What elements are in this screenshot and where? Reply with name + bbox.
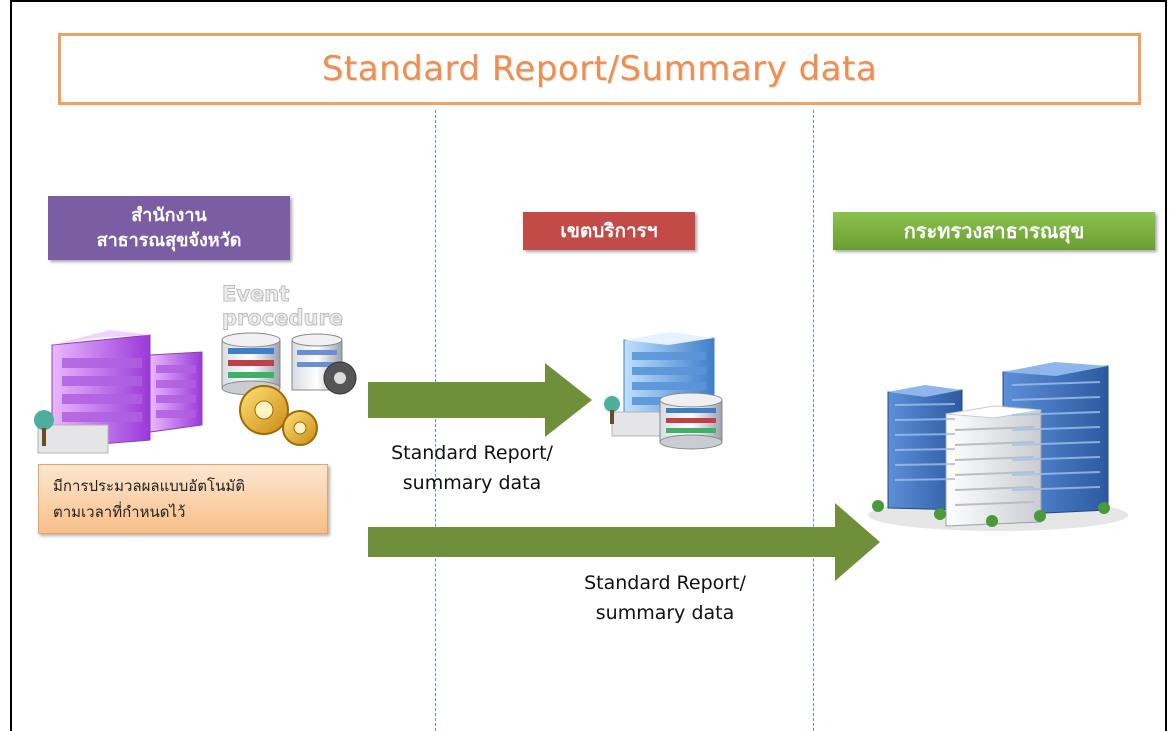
building-purple-icon: [34, 330, 203, 454]
service-region-label: เขตบริการฯ: [523, 212, 695, 250]
note-line1: มีการประมวลผลแบบอัตโนมัติ: [53, 477, 245, 495]
frame-border-left: [10, 0, 12, 731]
flow-arrow-to-region: [368, 363, 592, 437]
title-box: Standard Report/Summary data: [58, 33, 1141, 105]
arrow1-caption-line1: Standard Report/: [391, 442, 553, 464]
arrow1-caption-line2: summary data: [402, 472, 542, 494]
column-divider-right: [813, 110, 814, 731]
flow-arrow-to-ministry: [368, 503, 880, 581]
event-procedure-text: Event procedure: [222, 282, 372, 331]
diagram-title: Standard Report/Summary data: [321, 49, 878, 89]
column-divider-left: [435, 110, 436, 731]
database-gear-icon: [221, 332, 357, 446]
ministry-label: กระทรวงสาธารณสุข: [833, 212, 1155, 250]
frame-border-top: [10, 0, 1167, 2]
province-label-line1: สำนักงาน: [131, 205, 207, 226]
arrow2-caption-line1: Standard Report/: [584, 572, 746, 594]
arrow-caption-ministry: Standard Report/ summary data: [552, 568, 778, 628]
event-line2: procedure: [222, 306, 344, 331]
province-label-line2: สาธารณสุขจังหวัด: [96, 230, 242, 251]
auto-processing-note: มีการประมวลผลแบบอัตโนมัติ ตามเวลาที่กำหน…: [38, 464, 328, 534]
frame-border-right: [1165, 0, 1167, 731]
server-icon: [659, 392, 723, 450]
arrow-caption-region: Standard Report/ summary data: [366, 438, 578, 498]
province-office-label: สำนักงาน สาธารณสุขจังหวัด: [48, 196, 290, 260]
city-buildings-icon: [868, 362, 1128, 531]
event-line1: Event: [222, 282, 290, 307]
arrow2-caption-line2: summary data: [595, 602, 735, 624]
note-line2: ตามเวลาที่กำหนดไว้: [53, 503, 186, 521]
